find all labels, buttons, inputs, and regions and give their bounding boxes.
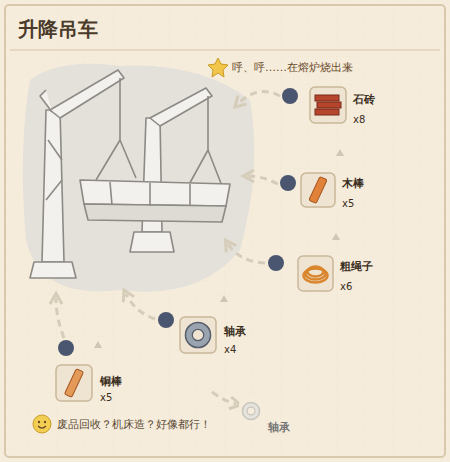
crane-illustration [23, 64, 254, 292]
item-icon [309, 86, 347, 124]
item-name: 轴承 [224, 324, 246, 339]
item-icon [238, 398, 264, 424]
item-count: x5 [100, 392, 112, 403]
frame [5, 5, 445, 457]
item-icon [55, 364, 93, 402]
material-card: 木棒 x5 [300, 172, 367, 211]
item-count: x6 [340, 281, 352, 292]
material-card: 粗绳子 x6 [297, 255, 376, 294]
hint-note: 废品回收？机床造？好像都行！ [57, 417, 211, 432]
material-card: 石砖 x8 [309, 86, 378, 127]
item-name: 铜棒 [100, 374, 122, 389]
guide-arrow [56, 92, 280, 405]
item-name: 木棒 [342, 176, 364, 191]
item-name: 轴承 [268, 420, 290, 435]
material-card: 轴承 [238, 398, 293, 437]
corner-marker [94, 65, 352, 348]
slot-dot [58, 88, 298, 356]
item-icon [179, 316, 217, 354]
star-icon [208, 58, 228, 77]
hint-note: 呼、呼……在熔炉烧出来 [232, 60, 353, 75]
item-count: x5 [342, 198, 354, 209]
item-name: 石砖 [353, 92, 375, 107]
item-icon [300, 172, 336, 208]
item-name: 粗绳子 [340, 259, 373, 274]
material-card: 铜棒 x5 [55, 364, 125, 405]
item-count: x4 [224, 344, 236, 355]
item-count: x8 [353, 114, 365, 125]
page-title: 升降吊车 [18, 16, 98, 43]
material-card: 轴承 x4 [179, 316, 249, 357]
item-icon [297, 255, 334, 292]
smiley-icon [33, 415, 51, 433]
header-rule [10, 49, 440, 51]
